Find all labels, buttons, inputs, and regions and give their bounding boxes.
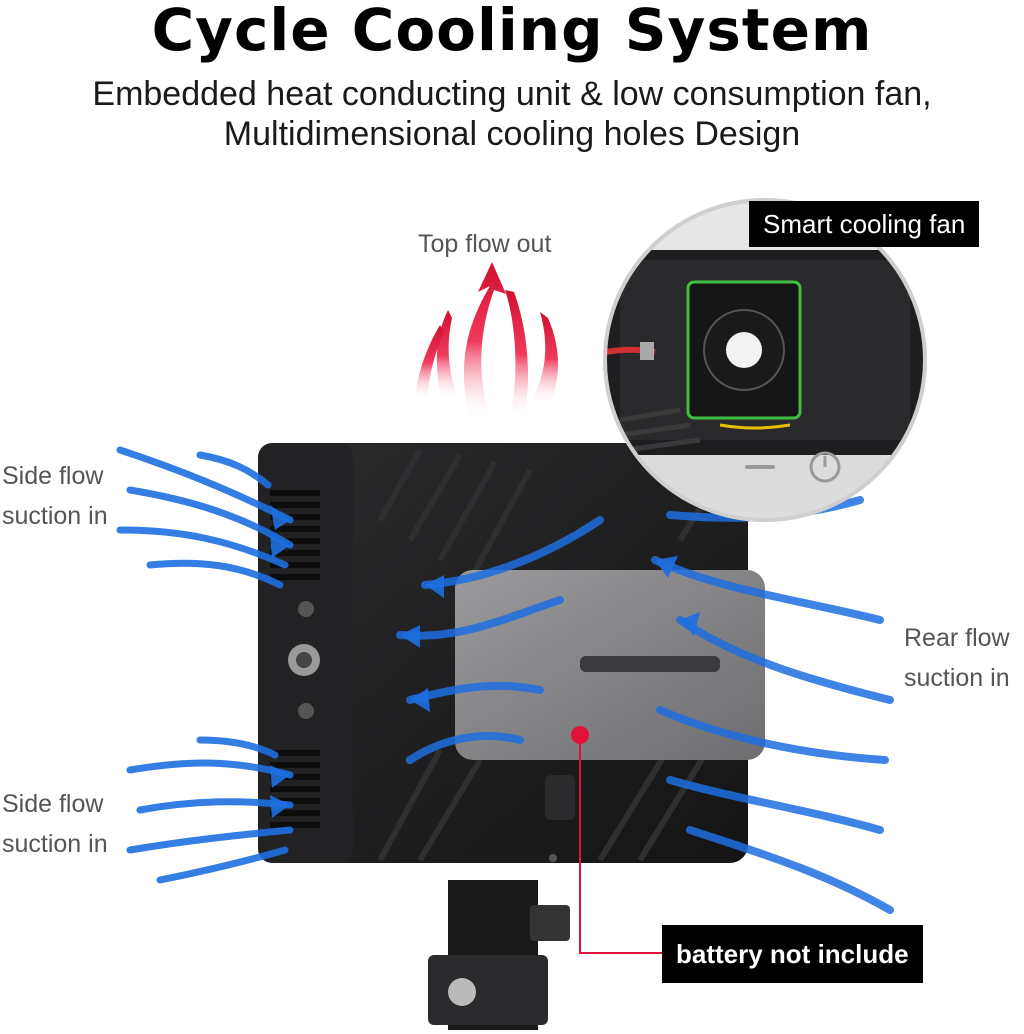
side-flow-upper-line2: suction in	[2, 502, 108, 530]
inset-vents	[619, 407, 701, 453]
knurled-knob	[530, 905, 570, 941]
subtitle-line-2: Multidimensional cooling holes Design	[223, 115, 801, 153]
page-subtitle: Embedded heat conducting unit & low cons…	[0, 74, 1024, 154]
battery-callout-line	[571, 726, 662, 954]
rear-flow-line2: suction in	[904, 664, 1010, 692]
fan-callout: Smart cooling fan	[749, 201, 980, 247]
power-icon	[809, 451, 841, 483]
side-flow-lower-line2: suction in	[2, 830, 108, 858]
top-flow-label: Top flow out	[418, 230, 552, 258]
side-grille-lower	[270, 750, 320, 828]
side-flow-label-lower: Side flow suction in	[2, 784, 108, 864]
mount-screw	[448, 978, 476, 1006]
mount-bracket	[428, 880, 570, 1030]
battery-callout: battery not include	[662, 925, 923, 983]
rear-flow-line1: Rear flow	[904, 624, 1010, 652]
side-screw-bottom	[298, 703, 314, 719]
fan-hub	[726, 332, 762, 368]
airflow-arrowheads	[270, 505, 700, 818]
page-title: Cycle Cooling System	[151, 0, 873, 64]
rear-flow-label: Rear flow suction in	[904, 618, 1010, 698]
top-outflow-arrows	[415, 262, 558, 420]
side-flow-label-upper: Side flow suction in	[2, 456, 108, 536]
side-inflow-arrows-upper	[116, 446, 294, 589]
side-flow-lower-line1: Side flow	[2, 790, 104, 818]
side-grille-upper	[270, 490, 320, 580]
subtitle-line-1: Embedded heat conducting unit & low cons…	[92, 75, 932, 113]
side-screw-top	[298, 601, 314, 617]
side-flow-upper-line1: Side flow	[2, 462, 104, 490]
